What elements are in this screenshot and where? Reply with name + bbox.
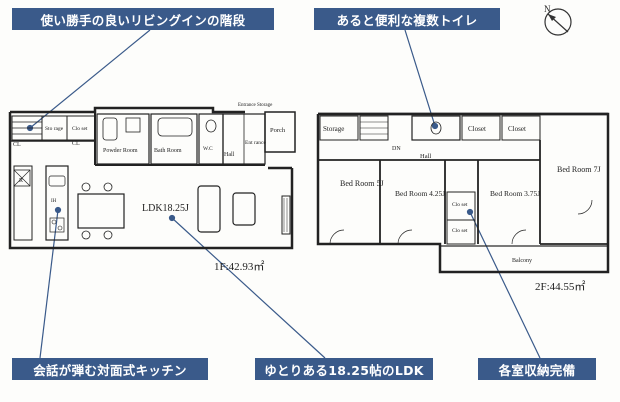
f1-refrigerator-label: R (19, 178, 23, 184)
f1-ih-label: IH (51, 199, 57, 204)
f2-dn-label: DN (392, 146, 401, 152)
callout-ldk: ゆとりある18.25帖のLDK (255, 358, 433, 380)
floor2-labels: Storage DN Hall Closet Closet Bed Room 5… (323, 125, 601, 293)
f1-powder-label: Powder Room (103, 148, 138, 154)
f2-hall-label: Hall (420, 153, 431, 160)
callout-stairs: 使い勝手の良いリビングインの階段 (12, 8, 274, 30)
floor1-labels: CL Sto rage Clo set Powder Room Bath Roo… (13, 103, 286, 273)
callout-toilet: あると便利な複数トイレ (314, 8, 500, 30)
f2-area-label: 2F:44.55㎡ (535, 280, 585, 293)
callout-kitchen: 会話が弾む対面式キッチン (12, 358, 208, 380)
f2-bed2-label: Bed Room 4.25J (395, 189, 445, 198)
f2-bed1-label: Bed Room 5J (340, 179, 384, 188)
f1-bath-label: Bath Room (154, 148, 182, 154)
f1-cl2-label: CL (72, 141, 80, 147)
f1-entrance-storage-label: Entrance Storage (238, 103, 273, 108)
callout-storage: 各室収納完備 (478, 358, 596, 380)
f2-closet1-label: Closet (468, 125, 486, 133)
f1-porch-label: Porch (270, 127, 286, 134)
f2-closet-b-label: Clo set (452, 228, 468, 234)
f1-closet-label: Clo set (72, 126, 88, 132)
f1-storage-label: Sto rage (45, 126, 64, 132)
compass-icon: N (544, 4, 572, 36)
f1-wc-label: W.C (203, 146, 213, 152)
floor2-plan (316, 112, 610, 274)
f1-area-label: 1F:42.93㎡ (214, 260, 264, 273)
f2-balcony-label: Balcony (512, 258, 532, 264)
f2-storage-label: Storage (323, 125, 344, 133)
f2-bed4-label: Bed Room 7J (557, 165, 601, 174)
floor1-plan (8, 106, 296, 250)
f1-ldk-label: LDK18.25J (142, 203, 189, 214)
f2-closet-a-label: Clo set (452, 202, 468, 208)
compass-label: N (544, 4, 551, 14)
f1-cl-label: CL (13, 142, 21, 148)
f1-hall-label: Hall (224, 152, 235, 158)
f2-closet2-label: Closet (508, 125, 526, 133)
f1-entrance-label: Ent rance (245, 140, 266, 146)
f2-bed3-label: Bed Room 3.75J (490, 189, 540, 198)
